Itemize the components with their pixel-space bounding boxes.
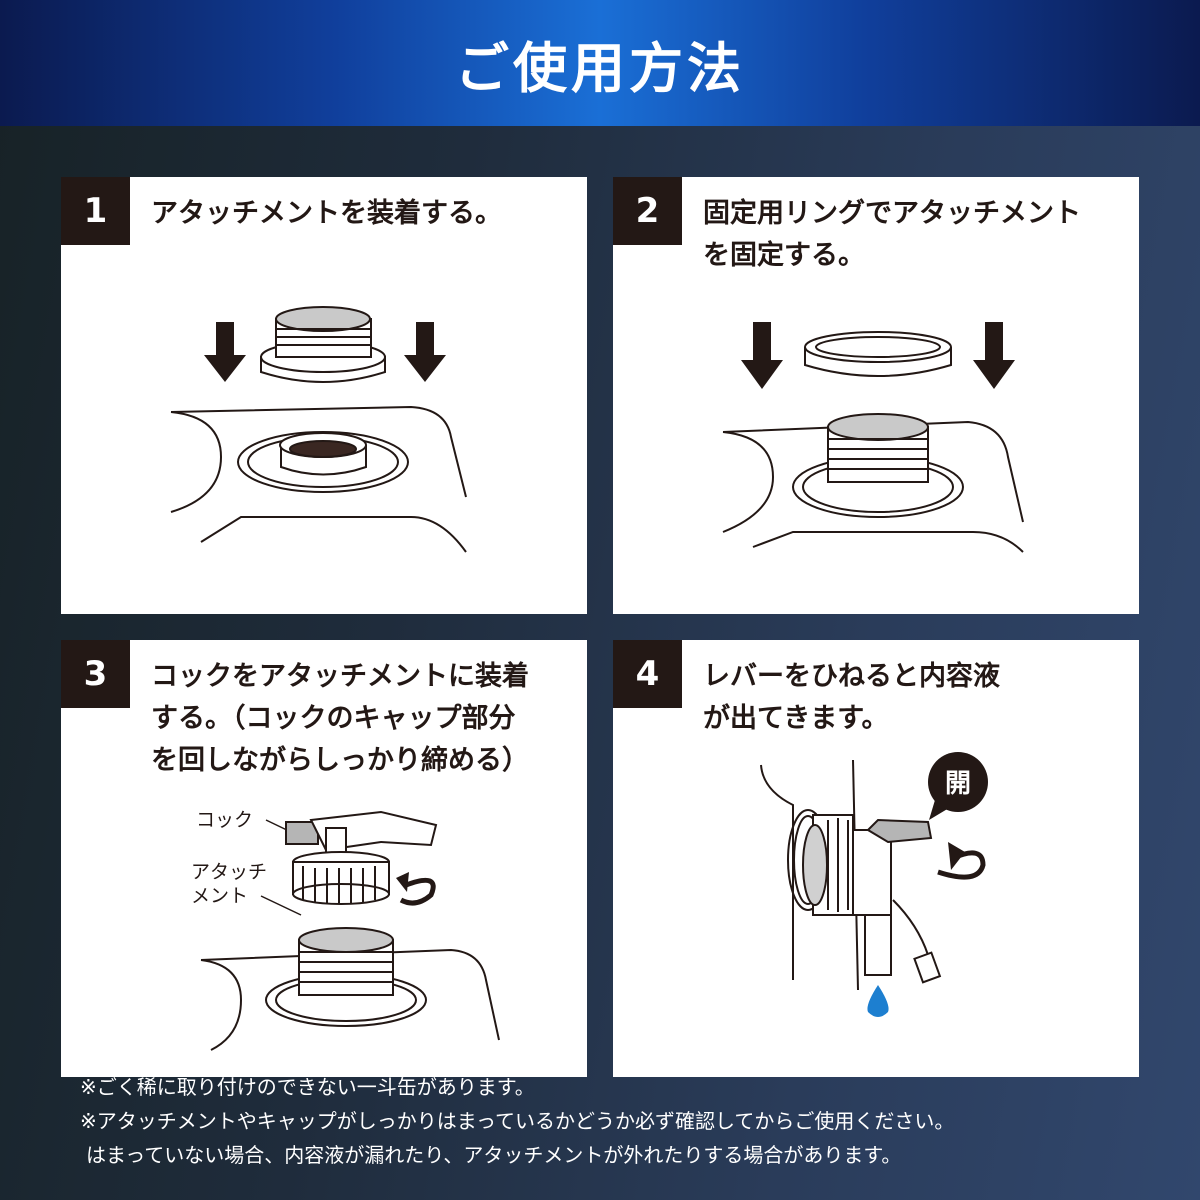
rotate-arrow-head-icon [396,872,409,892]
attachment-label-1: アタッチ [191,861,267,883]
can-top [170,405,467,553]
step-text-3: コックをアタッチメントに装着 する。（コックのキャップ部分 を回しながらしっかり… [151,661,529,776]
lever-illustration: 開 [760,752,988,1017]
step-panel-3: 3 コックをアタッチメントに装着 する。（コックのキャップ部分 を回しながらしっ… [61,640,587,1077]
step-number-1: 1 [61,177,130,245]
page-title: ご使用方法 [455,36,745,100]
down-arrow-icon [404,322,446,382]
step-number-4: 4 [613,640,682,708]
step-panel-1: 1 アタッチメントを装着する。 [61,177,587,614]
cock-cap [292,851,390,905]
speech-bubble [928,752,988,820]
note-2: ※アタッチメントやキャップがしっかりはまっているかどうか必ず確認してからご使用く… [80,1109,955,1133]
step-panel-2: 2 固定用リングでアタッチメント を固定する。 [613,177,1139,614]
liquid-drop-icon [867,985,889,1017]
step-panel-4: 4 レバーをひねると内容液 が出てきます。 開 [613,640,1139,1077]
rotate-arrow-icon [937,850,986,880]
attachment-part [260,306,386,383]
open-label: 開 [945,769,971,799]
note-3: はまっていない場合、内容液が漏れたり、アタッチメントが外れたりする場合があります… [86,1143,902,1167]
fixing-ring [804,331,952,377]
ring-illustration [722,322,1024,553]
header-banner: ご使用方法 [0,0,1200,126]
step-text-1: アタッチメントを装着する。 [151,198,502,229]
attachment-label-2: メント [191,885,248,907]
attach-illustration [170,306,467,553]
step-text-4: レバーをひねると内容液 が出てきます。 [703,661,1000,734]
rotate-arrow-icon [399,877,436,906]
step-text-2: 固定用リングでアタッチメント を固定する。 [703,198,1081,271]
cap-ring [802,814,861,916]
step-number-3: 3 [61,640,130,708]
cock-illustration: コック アタッチ メント [191,809,500,1051]
down-arrow-icon [973,322,1015,389]
down-arrow-icon [741,322,783,389]
rotate-arrow-head-icon [948,842,965,870]
note-1: ※ごく稀に取り付けのできない一斗缶があります。 [80,1075,535,1099]
can-top [200,927,500,1051]
can-top [722,413,1024,553]
notes: ※ごく稀に取り付けのできない一斗缶があります。 ※アタッチメントやキャップがしっ… [80,1070,1160,1172]
cock-body [852,818,942,984]
cock-label: コック [196,809,253,831]
step-number-2: 2 [613,177,682,245]
down-arrow-icon [204,322,246,382]
